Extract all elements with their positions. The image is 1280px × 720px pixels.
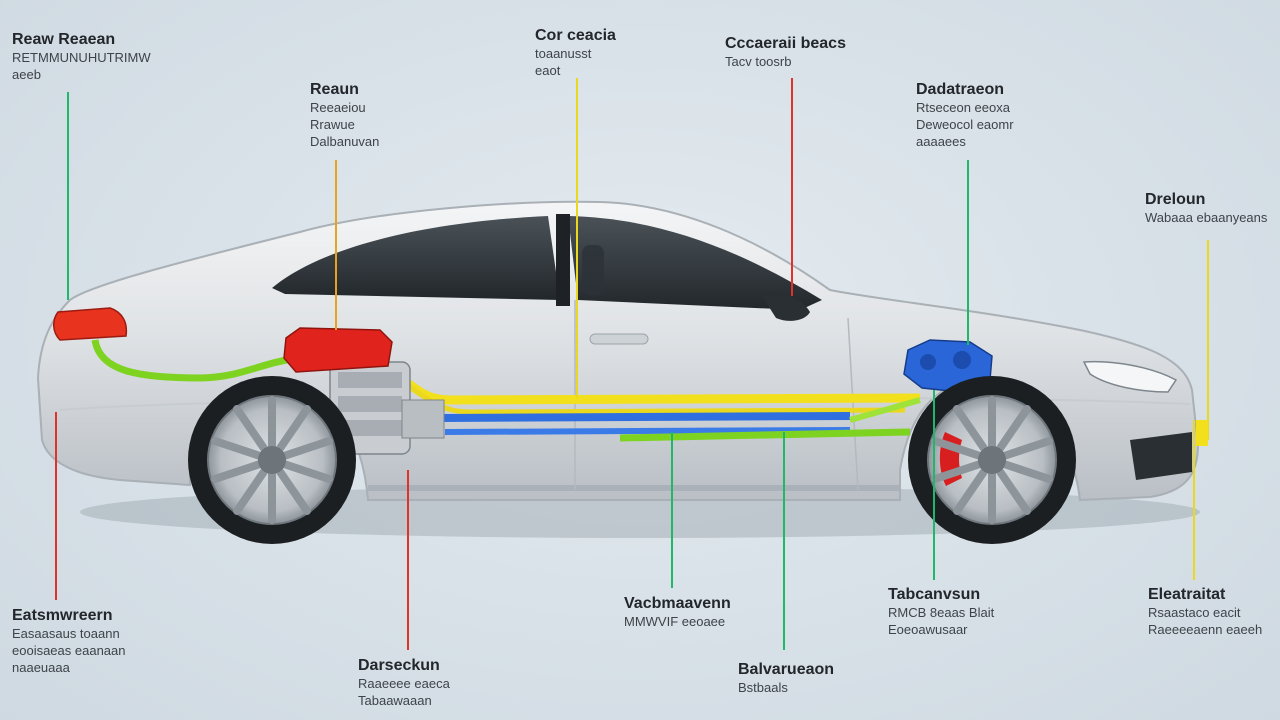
callout-line: Rsaastaco eacit: [1148, 605, 1241, 621]
callout-line: eooisaeas eaanaan: [12, 643, 126, 659]
callout-line: Bstbaals: [738, 680, 788, 696]
callout-battery: Balvarueaon Bstbaals: [738, 660, 834, 697]
callout-line: Raeeeeaenn eaeeh: [1148, 622, 1263, 638]
callout-fuel-lines: Vacbmaavenn MMWVIF eeoaee: [624, 594, 731, 631]
callout-line: naaeuaaa: [12, 659, 70, 675]
door-handle: [589, 333, 649, 345]
callout-title: Cccaeraii beacs: [725, 35, 846, 52]
callout-title: Dreloun: [1145, 191, 1206, 208]
callout-title: Balvarueaon: [738, 661, 835, 678]
callout-line: Dalbanuvan: [310, 133, 380, 149]
tail-light: [53, 307, 128, 341]
callout-title: Dadatraeon: [916, 81, 1005, 98]
callout-title: Darseckun: [358, 657, 440, 674]
b-pillar: [556, 214, 570, 306]
battery-line-green: [619, 428, 911, 442]
window-rear: [272, 216, 560, 300]
callout-line: aaaaees: [916, 133, 966, 149]
callout-title: Reaw Reaean: [12, 31, 116, 48]
callout-center-top: Cor ceacia toaanusst eaot: [535, 26, 616, 80]
callout-title: Reaun: [310, 81, 359, 98]
front-grille: [1130, 432, 1192, 480]
callout-line: Eoeoawusaar: [888, 622, 968, 638]
callout-line: Raaeeee eaeca: [358, 676, 450, 692]
callout-transmission: Tabcanvsun RMCB 8eaas Blait Eoeoawusaar: [888, 585, 994, 639]
callout-title: Eleatraitat: [1148, 586, 1226, 603]
callout-line: Tacv toosrb: [725, 54, 792, 70]
callout-line: MMWVIF eeoaee: [624, 614, 726, 630]
callout-title: Vacbmaavenn: [624, 595, 731, 612]
engine-red: [283, 327, 393, 373]
callout-title: Eatsmwreern: [12, 607, 113, 624]
headlight: [1082, 360, 1178, 393]
callout-line: Easaasaus toaann: [12, 626, 120, 642]
callout-line: Wabaaa ebaanyeans: [1145, 210, 1268, 226]
rear-wheel: [188, 376, 356, 544]
callout-front-motor: Dadatraeon Rtseceon eeoxa Deweocol eaomr…: [916, 80, 1014, 150]
callout-front-right: Dreloun Wabaaa ebaanyeans: [1145, 190, 1267, 227]
callout-mirror: Cccaeraii beacs Tacv toosrb: [725, 34, 846, 71]
callout-line: eaot: [535, 63, 561, 79]
fuel-line-blue: [439, 412, 851, 422]
callout-rear-motor: Darseckun Raaeeee eaeca Tabaawaaan: [358, 656, 450, 710]
callout-line: Rrawue: [310, 117, 355, 133]
seat-front: [582, 245, 604, 295]
callout-line: Deweocol eaomr: [916, 117, 1014, 133]
callout-exhaust: Eatsmwreern Easaasaus toaann eooisaeas e…: [12, 606, 126, 676]
side-mirror: [762, 294, 810, 321]
callout-title: Tabcanvsun: [888, 586, 981, 603]
callout-line: RETMMUNUHUTRIMW: [12, 50, 151, 66]
callout-title: Cor ceacia: [535, 27, 616, 44]
door-line-front: [847, 317, 859, 491]
connector-yellow: [1196, 420, 1208, 446]
battery-line-green-2: [849, 397, 921, 423]
callout-rear-top: Reaw Reaean RETMMUNUHUTRIMW aeeb: [12, 30, 151, 84]
callout-electrical: Eleatraitat Rsaastaco eacit Raeeeeaenn e…: [1148, 585, 1262, 639]
exhaust-pipe-green: [91, 339, 301, 382]
callout-line: Reeaeiou: [310, 100, 366, 116]
callout-engine: Reaun Reeaeiou Rrawue Dalbanuvan: [310, 80, 379, 150]
leader-lines: [55, 78, 1209, 650]
window-front: [568, 216, 822, 310]
callout-line: aeeb: [12, 67, 41, 83]
callout-line: Rtseceon eeoxa: [916, 100, 1010, 116]
fuel-line-blue-2: [444, 427, 851, 435]
callout-line: RMCB 8eaas Blait: [888, 605, 995, 621]
callout-line: Tabaawaaan: [358, 693, 432, 709]
callout-line: toaanusst: [535, 46, 592, 62]
front-wheel: [908, 376, 1076, 544]
